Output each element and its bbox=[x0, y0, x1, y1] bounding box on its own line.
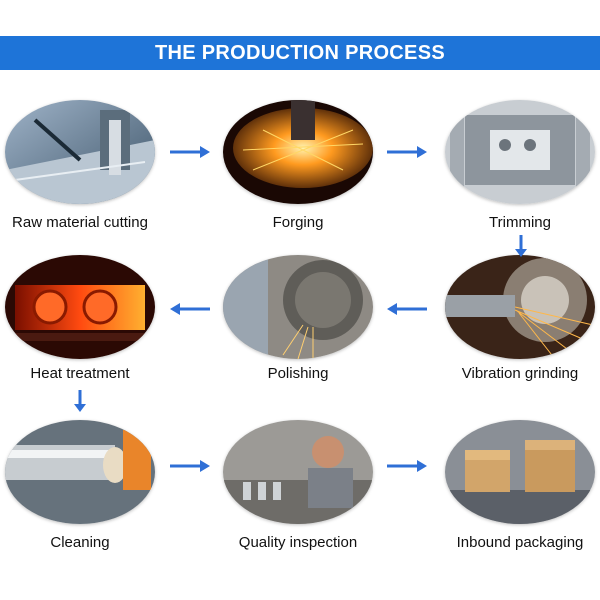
lathe-cleaning-photo bbox=[5, 420, 155, 524]
title-banner: THE PRODUCTION PROCESS bbox=[0, 36, 600, 70]
arrow-down-icon bbox=[515, 235, 527, 257]
arrow-right-icon bbox=[170, 146, 210, 158]
arrow-right-icon bbox=[387, 460, 427, 472]
arrow-right-icon bbox=[170, 460, 210, 472]
step-label: Cleaning bbox=[50, 534, 110, 551]
step-label: Heat treatment bbox=[30, 365, 130, 382]
arrow-left-icon bbox=[387, 303, 427, 315]
page-title: THE PRODUCTION PROCESS bbox=[155, 41, 445, 64]
step-label: Raw material cutting bbox=[12, 214, 148, 231]
step-label: Inbound packaging bbox=[456, 534, 584, 551]
step-label: Trimming bbox=[489, 214, 551, 231]
die-trimming-photo bbox=[445, 100, 595, 204]
furnace-photo bbox=[5, 255, 155, 359]
step-label: Vibration grinding bbox=[461, 365, 579, 382]
cnc-cutting-photo bbox=[5, 100, 155, 204]
arrow-down-icon bbox=[74, 390, 86, 412]
grinding-sparks-photo bbox=[445, 255, 595, 359]
polishing-wheel-photo bbox=[223, 255, 373, 359]
forging-sparks-photo bbox=[223, 100, 373, 204]
arrow-left-icon bbox=[170, 303, 210, 315]
inspection-photo bbox=[223, 420, 373, 524]
arrow-right-icon bbox=[387, 146, 427, 158]
boxes-conveyor-photo bbox=[445, 420, 595, 524]
step-label: Quality inspection bbox=[238, 534, 358, 551]
step-label: Forging bbox=[272, 214, 324, 231]
step-label: Polishing bbox=[267, 365, 329, 382]
